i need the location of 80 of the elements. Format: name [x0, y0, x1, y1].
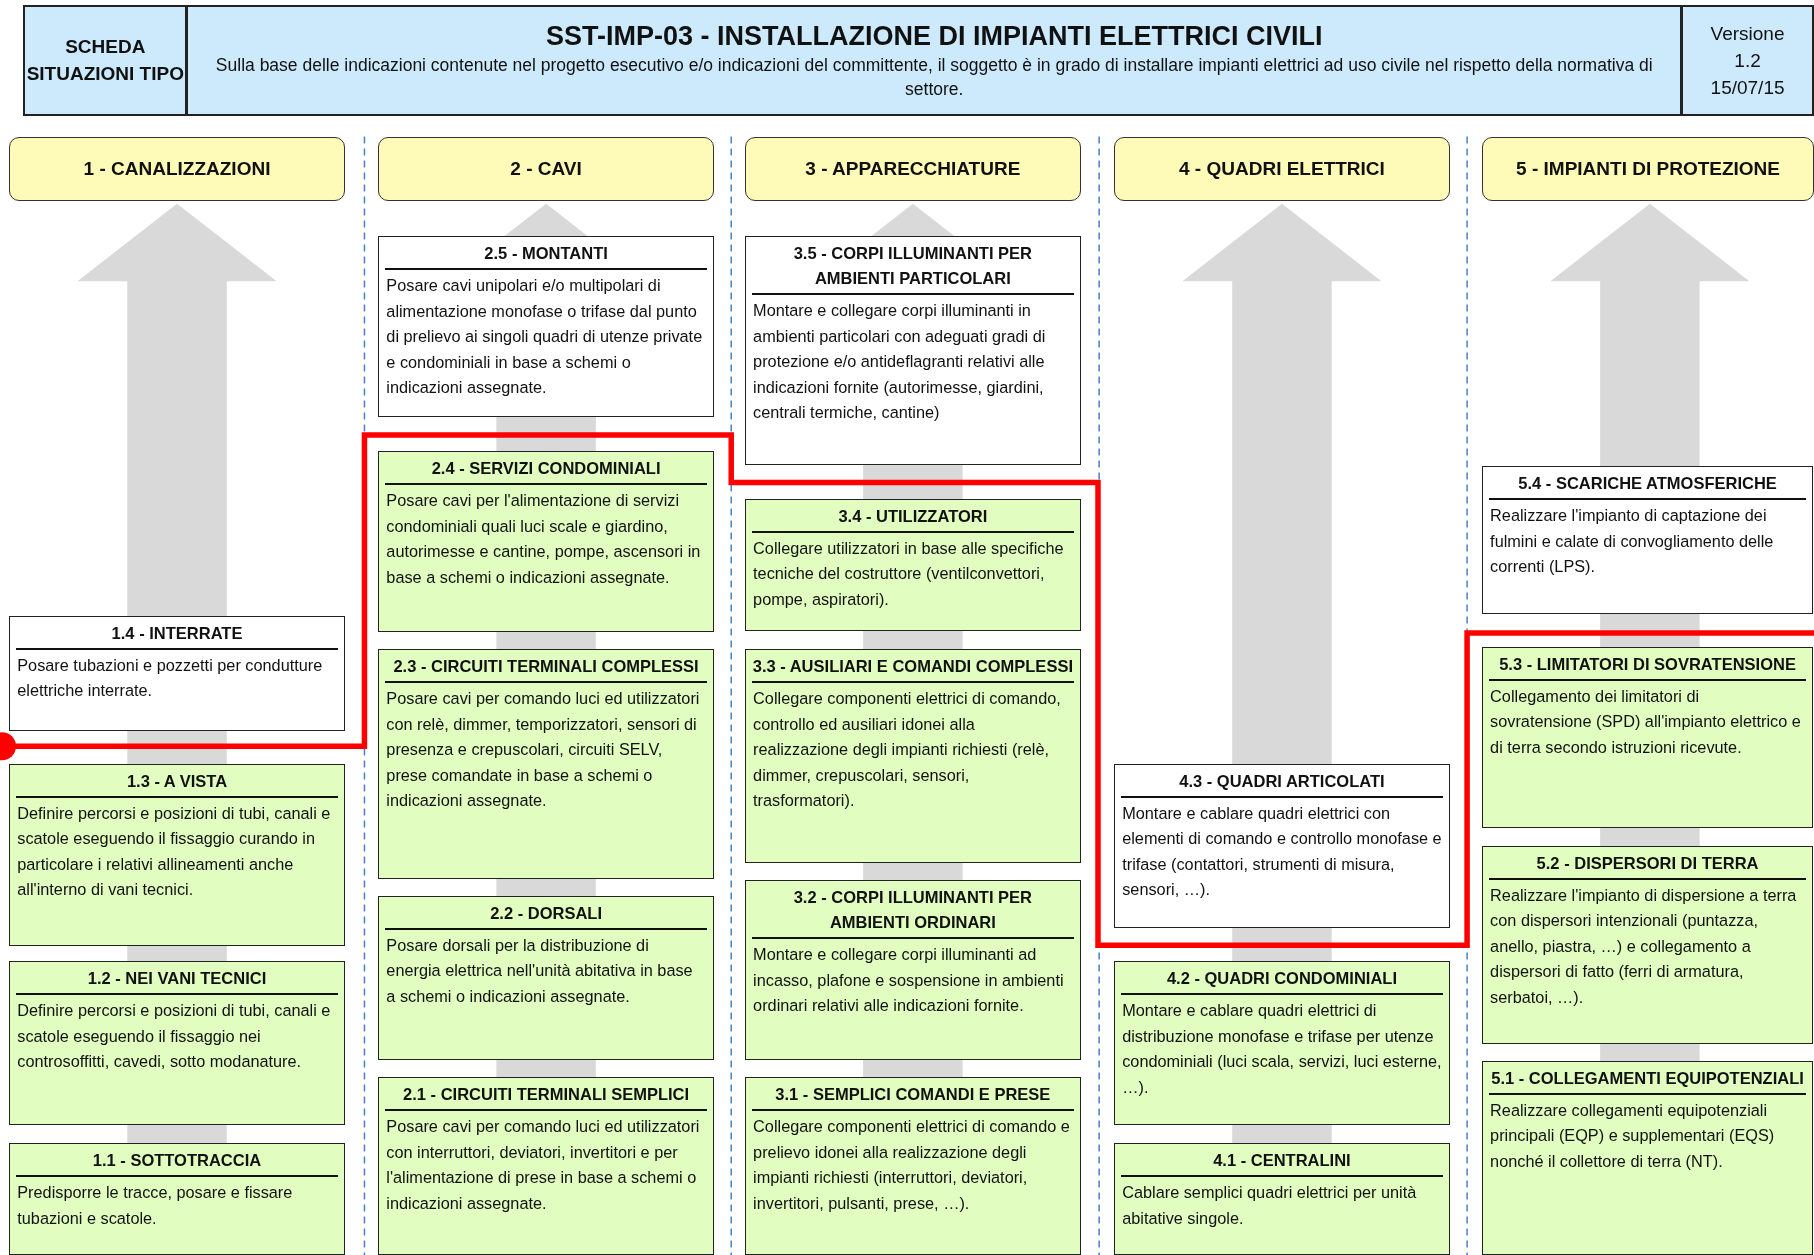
card-description: Collegare componenti elettrici di comando e prelievo idonei alla realizzazione degli impianti richiesti (interruttori, deviatori, invertitori, pulsanti, prese, …).: [752, 1116, 1071, 1214]
task-card: [378, 1077, 714, 1255]
card-heading: 1.2 - NEI VANI TECNICI: [16, 962, 338, 996]
card-heading: 5.1 - COLLEGAMENTI EQUIPOTENZIALI: [1489, 1061, 1806, 1095]
card-description: Posare cavi per l'alimentazione di servizi condominiali quali luci scale e giardino, autorimesse e cantine, pompe, ascensori in base a schemi o indicazioni assegnate.: [385, 490, 702, 588]
task-card: [1114, 961, 1450, 1125]
card-description: Realizzare l'impianto di dispersione a terra con dispersori intenzionali (puntazza, anello, piastra, …) e collegamento a dispersori di fatto (ferri di armatura, serbatoi, …).: [1489, 884, 1798, 1008]
column-title: 2 - CAVI: [510, 157, 582, 180]
card-heading: 4.3 - QUADRI ARTICOLATI: [1121, 764, 1443, 798]
card-heading: 2.4 - SERVIZI CONDOMINIALI: [385, 452, 707, 486]
card-description: Definire percorsi e posizioni di tubi, canali e scatole eseguendo il fissaggio nei controsoffitti, cavedi, sotto modanature.: [16, 1000, 332, 1073]
task-card: [745, 649, 1081, 864]
column-header: [1482, 136, 1814, 202]
task-card: [378, 649, 714, 880]
card-description: Montare e cablare quadri elettrici con elementi di comando e controllo monofase e trifase (contattori, strumenti di misura, sensori, …).: [1121, 802, 1443, 901]
column-title: 1 - CANALIZZAZIONI: [83, 157, 271, 180]
task-card: [1114, 1143, 1450, 1255]
task-card: [745, 236, 1081, 466]
header-label-cell: [23, 4, 188, 116]
card-heading: 2.1 - CIRCUITI TERMINALI SEMPLICI: [385, 1078, 707, 1112]
column-header: [378, 136, 714, 202]
card-description: Predisporre le tracce, posare e fissare tubazioni e scatole.: [16, 1182, 294, 1229]
task-card: [378, 236, 714, 417]
card-heading: 4.2 - QUADRI CONDOMINIALI: [1121, 962, 1443, 996]
version-text: Versione 1.2 15/07/15: [1709, 21, 1786, 100]
task-card: [745, 880, 1081, 1060]
card-heading: 1.4 - INTERRATE: [16, 616, 338, 650]
card-heading: 2.5 - MONTANTI: [385, 237, 707, 270]
card-description: Collegamento dei limitatori di sovratensione (SPD) all'impianto elettrico e di terra secondo istruzioni ricevute.: [1489, 685, 1802, 758]
card-heading: 2.2 - DORSALI: [385, 896, 707, 930]
task-card: [745, 498, 1081, 631]
task-card: [1482, 466, 1813, 615]
card-heading: 3.5 - CORPI ILLUMINANTI PER AMBIENTI PARTICOLARI: [752, 237, 1074, 295]
card-heading: 3.3 - AUSILIARI E COMANDI COMPLESSI: [752, 650, 1074, 684]
column-title: 3 - APPARECCHIATURE: [805, 157, 1021, 180]
column-header: [745, 136, 1081, 202]
card-description: Posare cavi per comando luci ed utilizzatori con relè, dimmer, temporizzatori, sensori di presenza e crepuscolari, circuiti SELV, prese comandate in base a schemi o indicazioni assegnate.: [385, 688, 701, 812]
card-description: Posare cavi per comando luci ed utilizzatori con interruttori, deviatori, invertitori e per l'alimentazione di prese in base a schemi o indicazioni assegnate.: [385, 1116, 701, 1214]
card-description: Montare e cablare quadri elettrici di distribuzione monofase e trifase per utenze condominiali (luci scala, servizi, luci esterne, …).: [1121, 1000, 1443, 1098]
task-card: [745, 1077, 1081, 1255]
task-card: [9, 763, 345, 947]
column-title: 4 - QUADRI ELETTRICI: [1179, 157, 1385, 180]
task-card: [1482, 845, 1813, 1044]
card-description: Montare e collegare corpi illuminanti ad incasso, plafone e sospensione in ambienti ordinari relativi alle indicazioni fornite.: [752, 944, 1065, 1017]
card-description: Posare cavi unipolari e/o multipolari di alimentazione monofase o trifase dal punto di prelievo ai singoli quadri di utenze private e condominiali in base a schemi o indicazioni assegnate.: [385, 275, 704, 398]
card-heading: 1.1 - SOTTOTRACCIA: [16, 1144, 338, 1178]
card-description: Posare tubazioni e pozzetti per condutture elettriche interrate.: [16, 654, 324, 701]
card-heading: 3.2 - CORPI ILLUMINANTI PER AMBIENTI ORDINARI: [752, 881, 1074, 940]
sheet-type-label: SCHEDA SITUAZIONI TIPO: [25, 35, 185, 87]
card-heading: 1.3 - A VISTA: [16, 764, 338, 798]
task-card: [1114, 763, 1450, 928]
sheet-description: Sulla base delle indicazioni contenute nel progetto esecutivo e/o indicazioni del committente, il soggetto è in grado di installare impianti elettrici ad uso civile nel rispetto della normativa di settore.: [214, 54, 1654, 102]
card-description: Collegare componenti elettrici di comando, controllo ed ausiliari idonei alla realizzazione degli impianti richiesti (relè, dimmer, crepuscolari, sensori, trasformatori).: [752, 688, 1062, 812]
card-description: Cablare semplici quadri elettrici per unità abitative singole.: [1121, 1182, 1418, 1229]
task-card: [9, 961, 345, 1125]
card-heading: 4.1 - CENTRALINI: [1121, 1144, 1443, 1178]
card-heading: 3.1 - SEMPLICI COMANDI E PRESE: [752, 1078, 1074, 1112]
column-header: [9, 136, 345, 202]
card-description: Realizzare l'impianto di captazione dei fulmini e calate di convogliamento delle correnti (LPS).: [1489, 505, 1775, 578]
card-description: Realizzare collegamenti equipotenziali principali (EQP) e supplementari (EQS) nonché il collettore di terra (NT).: [1489, 1099, 1776, 1172]
task-card: [378, 895, 714, 1060]
card-description: Posare dorsali per la distribuzione di energia elettrica nell'unità abitativa in base a schemi o indicazioni assegnate.: [385, 934, 694, 1007]
task-card: [1482, 1060, 1813, 1255]
task-card: [9, 615, 345, 732]
sheet-title: SST-IMP-03 - INSTALLAZIONE DI IMPIANTI ELETTRICI CIVILI: [546, 20, 1323, 54]
column-header: [1114, 136, 1450, 202]
card-heading: 5.3 - LIMITATORI DI SOVRATENSIONE: [1489, 647, 1806, 681]
card-heading: 2.3 - CIRCUITI TERMINALI COMPLESSI: [385, 650, 707, 684]
card-description: Collegare utilizzatori in base alle specifiche tecniche del costruttore (ventilconvettori, pompe, aspiratori).: [752, 537, 1065, 610]
task-card: [9, 1143, 345, 1255]
task-card: [378, 451, 714, 632]
card-description: Montare e collegare corpi illuminanti in ambienti particolari con adeguati gradi di protezione e/o antideflagranti relativi alle indicazioni fornite (autorimesse, giardini, centrali termiche, cantine): [752, 300, 1047, 423]
header-title-cell: [186, 4, 1683, 116]
version-cell: [1681, 4, 1814, 116]
column-title: 5 - IMPIANTI DI PROTEZIONE: [1516, 157, 1780, 180]
card-heading: 3.4 - UTILIZZATORI: [752, 499, 1074, 533]
card-heading: 5.2 - DISPERSORI DI TERRA: [1489, 846, 1806, 880]
task-card: [1482, 646, 1813, 829]
card-heading: 5.4 - SCARICHE ATMOSFERICHE: [1489, 467, 1806, 501]
card-description: Definire percorsi e posizioni di tubi, canali e scatole eseguendo il fissaggio curando in particolare i relativi allineamenti anche all'interno di vani tecnici.: [16, 802, 332, 901]
